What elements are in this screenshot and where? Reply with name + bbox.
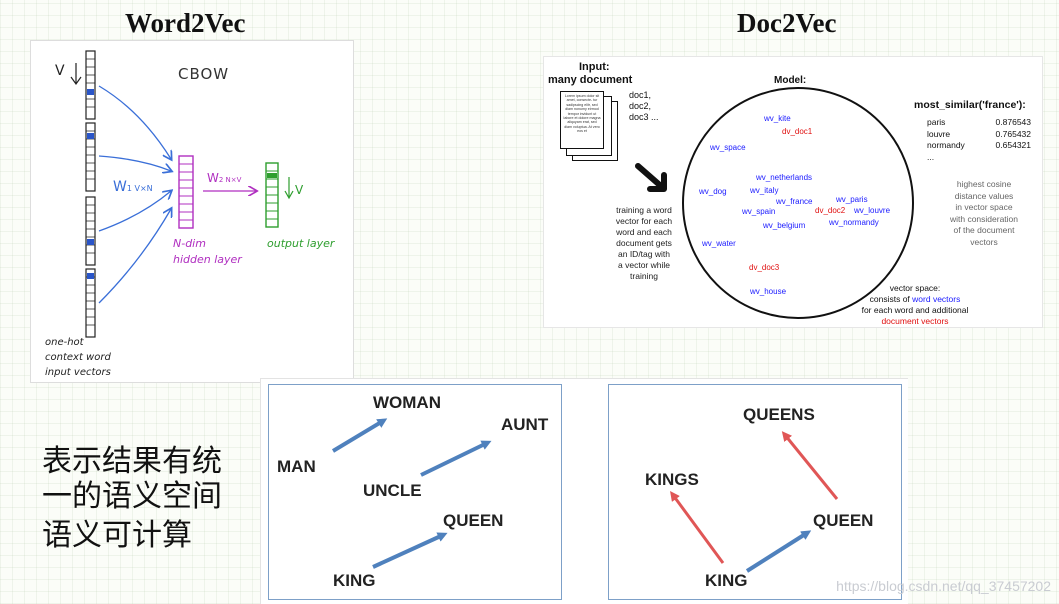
word-queen-right: QUEEN: [813, 511, 874, 530]
chinese-line-1: 表示结果有统: [42, 444, 222, 479]
output-label: output layer: [267, 237, 335, 250]
input-arrows: [98, 85, 171, 304]
vector-space-circle: [682, 87, 914, 319]
word-normandy: wv_normandy: [829, 218, 879, 227]
w2-label: W2 N×V: [207, 171, 242, 185]
word-man: MAN: [277, 457, 316, 476]
input-vector-2: [85, 122, 96, 192]
word-dog: wv_dog: [699, 187, 727, 196]
training-description: training a word vector for each word and…: [615, 205, 673, 281]
word2vec-title: Word2Vec: [125, 8, 246, 38]
input-vector-1: [85, 50, 96, 120]
word-italy: wv_italy: [750, 186, 779, 195]
v-down-arrow: [70, 63, 82, 86]
input-vector-3: [85, 196, 96, 266]
training-arrow-icon: [635, 163, 667, 192]
cbow-label: CBOW: [178, 65, 230, 83]
output-v-label: V: [295, 183, 304, 197]
chinese-line-2: 一的语义空间: [42, 479, 222, 514]
chinese-line-3: 语义可计算: [42, 518, 192, 553]
watermark: https://blog.csdn.net/qq_37457202: [836, 578, 1051, 594]
analogy-box-left: WOMAN AUNT MAN UNCLE QUEEN KING: [268, 384, 562, 600]
doc-doc3: dv_doc3: [749, 263, 780, 272]
cbow-panel: V CBOW W1 V×N W2 N×V V N-dim hidden laye…: [30, 40, 354, 383]
output-layer-vector: [265, 162, 279, 228]
hidden-label-1: N-dim: [173, 237, 206, 250]
word-water: wv_water: [702, 239, 736, 248]
word-king: KING: [333, 571, 376, 590]
word-aunt: AUNT: [501, 415, 549, 434]
analogy-right-arrows: [670, 431, 839, 573]
word-space: wv_space: [710, 143, 746, 152]
vector-space-caption: vector space: consists of word vectors f…: [861, 283, 969, 326]
word-france: wv_france: [776, 197, 813, 206]
hidden-label-2: hidden layer: [173, 253, 242, 266]
word-queen: QUEEN: [443, 511, 504, 530]
cbow-diagram: [70, 50, 294, 338]
input-subtitle: many document: [548, 74, 633, 86]
input-title: Input:: [579, 61, 610, 73]
output-down-arrow: [284, 177, 294, 200]
w1-label: W1 V×N: [113, 179, 153, 195]
word-uncle: UNCLE: [363, 481, 422, 500]
most-similar-title: most_similar('france'):: [914, 99, 1026, 111]
input-caption: one-hot context word input vectors: [45, 337, 111, 378]
word-belgium: wv_belgium: [763, 221, 806, 230]
doc-list: doc1, doc2, doc3 ...: [629, 90, 659, 122]
cosine-description: highest cosine distance values in vector…: [949, 179, 1019, 247]
hidden-layer-vector: [178, 155, 194, 229]
doc-doc2: dv_doc2: [815, 206, 846, 215]
model-title: Model:: [774, 75, 807, 86]
similar-ellipsis: ...: [927, 151, 935, 162]
word-spain: wv_spain: [742, 207, 776, 216]
v-label: V: [55, 63, 65, 79]
doc-doc1: dv_doc1: [782, 127, 813, 136]
word-king-right: KING: [705, 571, 748, 590]
doc2vec-title: Doc2Vec: [737, 8, 837, 38]
word-louvre: wv_louvre: [854, 206, 891, 215]
word-house: wv_house: [750, 287, 787, 296]
input-vector-4: [85, 268, 96, 338]
word-queens: QUEENS: [743, 405, 815, 424]
word-netherlands: wv_netherlands: [756, 173, 813, 182]
word-kite: wv_kite: [764, 114, 791, 123]
word-woman: WOMAN: [373, 393, 441, 412]
analogy-box-right: QUEENS KINGS QUEEN KING: [608, 384, 902, 600]
analogy-left-arrows: [331, 418, 492, 569]
word-paris: wv_paris: [836, 195, 868, 204]
doc-sheet-front: Lorem ipsum dolor sit amet, consecte- tu…: [560, 91, 604, 149]
doc2vec-panel: Input: many document Lorem ipsum dolor s…: [543, 56, 1043, 328]
word-kings: KINGS: [645, 470, 699, 489]
